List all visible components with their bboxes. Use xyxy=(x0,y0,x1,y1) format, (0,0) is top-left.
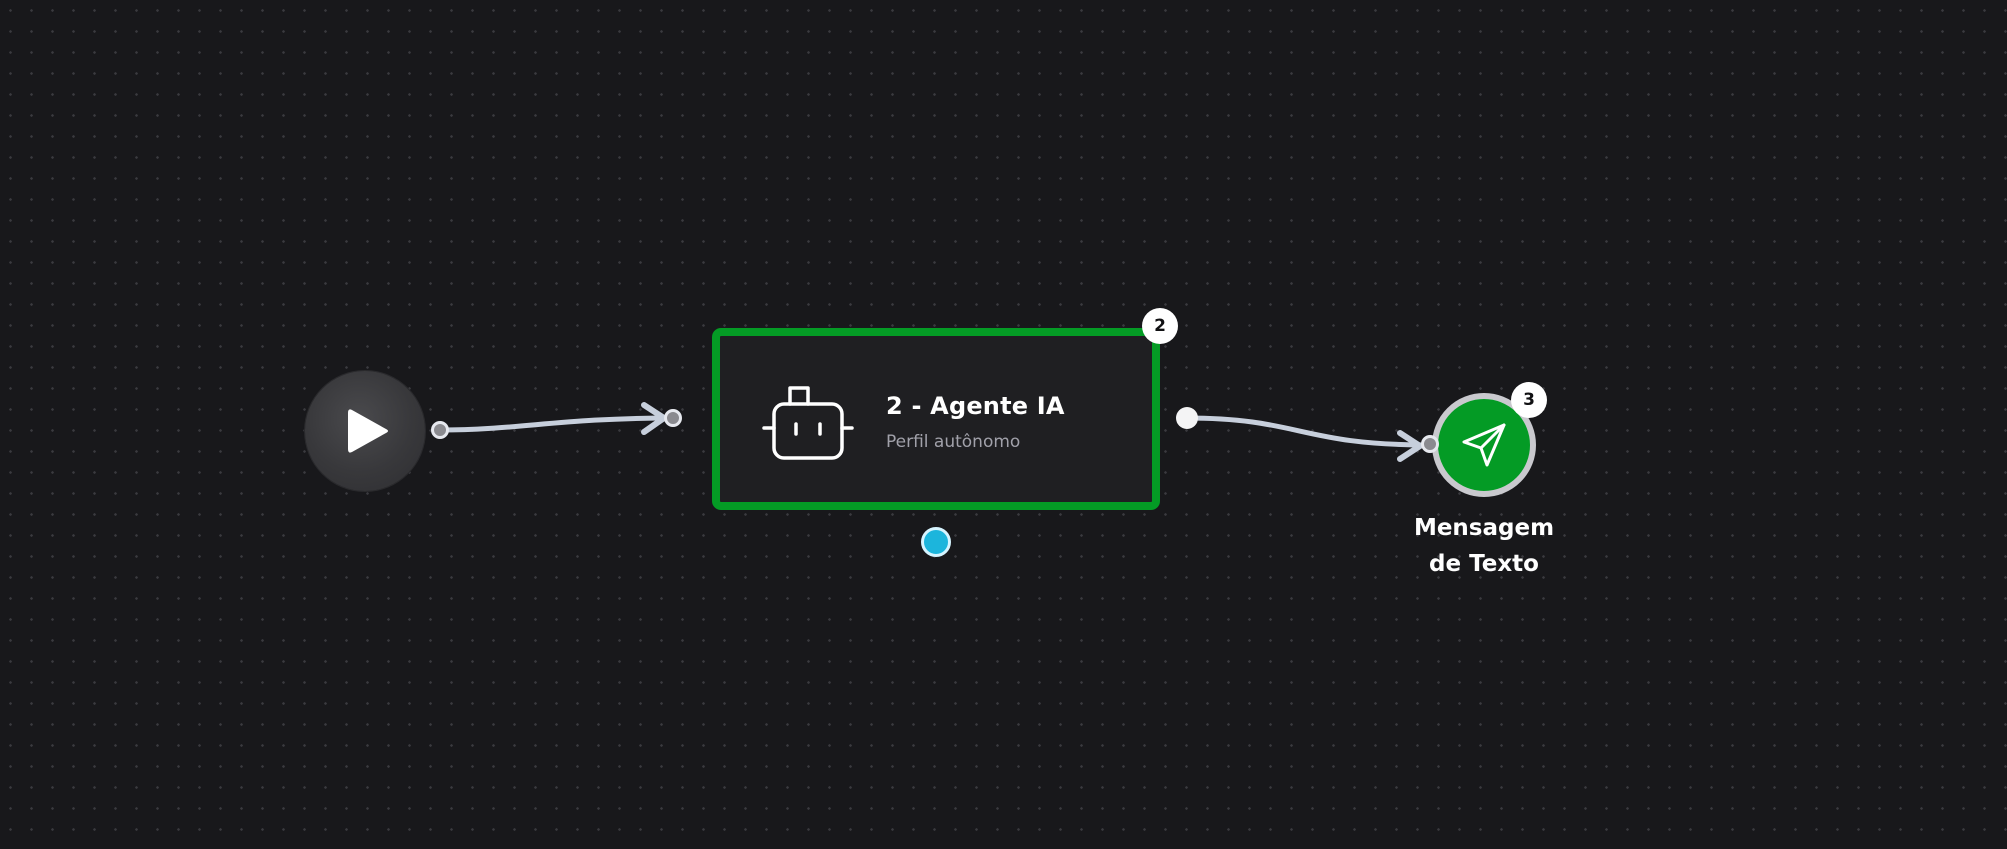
message-node-badge: 3 xyxy=(1511,382,1547,418)
agent-node-input-handle[interactable] xyxy=(664,409,682,427)
agent-node-bottom-handle[interactable] xyxy=(921,527,951,557)
edge-start-to-agent[interactable] xyxy=(437,415,675,433)
edge-agent-to-message-arrowhead xyxy=(1397,430,1423,462)
agent-node[interactable]: 2 - Agente IA Perfil autônomo xyxy=(712,328,1160,510)
message-node-label: Mensagem de Texto xyxy=(1384,510,1584,582)
agent-node-text: 2 - Agente IA Perfil autônomo xyxy=(886,392,1065,452)
robot-icon xyxy=(762,386,854,460)
message-node-label-line1: Mensagem xyxy=(1413,515,1555,541)
start-node-output-handle[interactable] xyxy=(431,421,449,439)
agent-node-subtitle: Perfil autônomo xyxy=(886,432,1021,452)
send-icon xyxy=(1462,423,1506,467)
message-node-label-line2: de Texto xyxy=(1429,551,1539,577)
agent-node-output-handle[interactable] xyxy=(1176,407,1198,429)
edge-agent-to-message[interactable] xyxy=(1183,415,1431,448)
agent-node-title: 2 - Agente IA xyxy=(886,392,1065,420)
play-icon xyxy=(348,409,388,453)
edge-start-to-agent-arrowhead xyxy=(641,402,667,435)
message-node-input-handle[interactable] xyxy=(1421,435,1439,453)
agent-node-badge: 2 xyxy=(1142,308,1178,344)
start-node[interactable] xyxy=(305,371,425,491)
